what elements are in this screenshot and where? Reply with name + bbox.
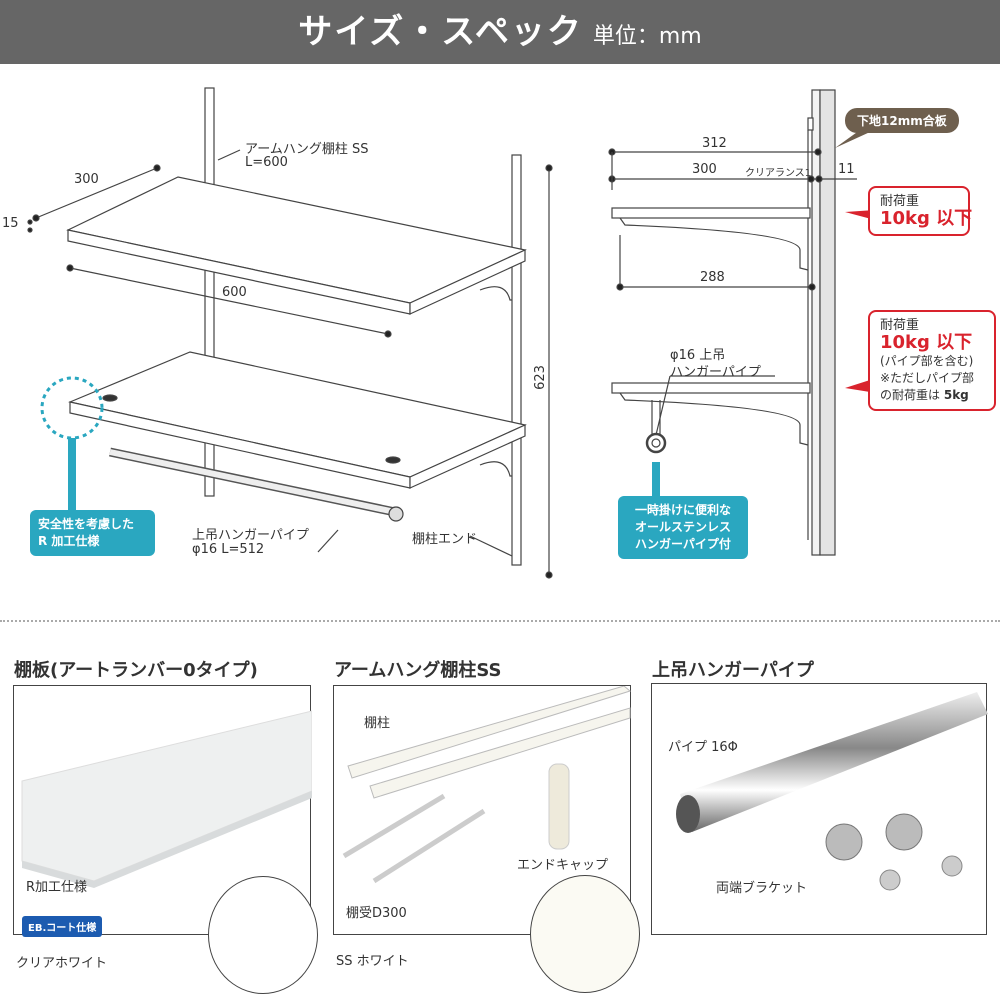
post-label: 棚柱 xyxy=(364,716,391,731)
depth-dim: 300 xyxy=(74,172,99,187)
right-post xyxy=(511,154,522,566)
wall-callout: 下地12mm合板 xyxy=(845,108,959,133)
end-label: 棚柱エンド xyxy=(412,532,478,547)
height-dim: 623 xyxy=(532,365,548,390)
page-title: サイズ・スペック xyxy=(298,12,583,52)
color-name-ss-white: SS ホワイト xyxy=(336,954,409,969)
dim-300: 300 xyxy=(692,162,717,177)
pipe-parts-image xyxy=(676,692,988,891)
post-label: アームハング棚柱 SS xyxy=(245,142,369,157)
product-title-shelf: 棚板(アートランバー0タイプ) xyxy=(14,660,258,681)
product-card-pipe: パイプ 16Φ 両端ブラケット xyxy=(651,683,988,935)
pipe-label: 上吊ハンガーパイプ xyxy=(192,528,309,543)
color-swatch-ss-white xyxy=(530,875,640,993)
wall-plywood xyxy=(819,89,836,556)
width-dim: 600 xyxy=(222,285,247,300)
dim-288: 288 xyxy=(700,270,725,285)
color-swatch-clear-white xyxy=(208,876,318,994)
side-upper-shelf xyxy=(611,207,811,219)
product-card-post: 棚柱 エンドキャップ 棚受D300 xyxy=(333,685,632,935)
dim-11: 11 xyxy=(838,162,855,177)
right-side-diagram xyxy=(608,89,875,556)
side-pipe-label: φ16 上吊 xyxy=(670,348,726,363)
left-post xyxy=(204,87,215,497)
r-edge-label: R加工仕様 xyxy=(26,880,88,895)
pipe-size-label: パイプ 16Φ xyxy=(668,740,738,755)
eb-coat-badge: EB.コート仕様 xyxy=(22,916,103,937)
product-title-pipe: 上吊ハンガーパイプ xyxy=(652,660,814,681)
end-bracket-label: 両端ブラケット xyxy=(716,881,808,896)
color-name-clear-white: クリアホワイト xyxy=(16,956,108,971)
bracket-label: 棚受D300 xyxy=(346,906,407,921)
product-title-post: アームハング棚柱SS xyxy=(334,660,502,681)
header-banner: サイズ・スペック単位：mm xyxy=(0,0,1000,64)
r-edge-highlight xyxy=(40,376,104,440)
pipe-spec: φ16 L=512 xyxy=(192,542,265,557)
post-parts-image xyxy=(342,686,632,884)
side-lower-shelf xyxy=(611,382,811,394)
side-pipe-label-2: ハンガーパイプ xyxy=(670,365,761,380)
thickness-dim: 15 xyxy=(2,216,19,231)
clearance-label: クリアランス1 xyxy=(745,168,812,179)
dim-312: 312 xyxy=(702,136,727,151)
left-shelf-diagram xyxy=(27,87,553,579)
post-length: L=600 xyxy=(245,155,288,170)
pipe-callout: 一時掛けに便利なオールステンレスハンガーパイプ付 xyxy=(618,496,748,559)
divider xyxy=(0,620,1000,622)
unit-label: 単位：mm xyxy=(592,24,702,49)
end-cap-label: エンドキャップ xyxy=(517,858,609,873)
